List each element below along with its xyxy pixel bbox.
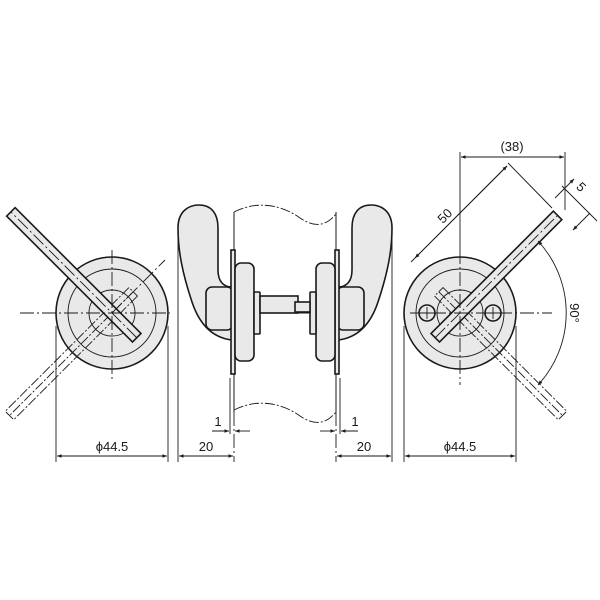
width-label: (38): [500, 139, 523, 154]
right-handle: [294, 204, 393, 375]
door-break-top: [233, 204, 337, 225]
left-front-view: ϕ44.5: [4, 206, 170, 462]
right-offset-label: 20: [357, 439, 371, 454]
left-plate-label: 1: [214, 414, 221, 429]
door-break-bottom: [233, 402, 337, 423]
angle-label: 90°: [567, 303, 582, 323]
right-diameter-label: ϕ44.5: [444, 439, 477, 454]
side-view: 20 20 1 1: [177, 204, 393, 462]
left-diameter-label: ϕ44.5: [96, 439, 129, 454]
left-offset-label: 20: [199, 439, 213, 454]
lever: [429, 210, 563, 344]
lever: [5, 206, 143, 344]
right-plate-label: 1: [351, 414, 358, 429]
left-handle: [177, 204, 299, 375]
thickness-label: 5: [573, 179, 589, 195]
angle-arc: [537, 240, 567, 386]
length-label: 50: [434, 205, 455, 226]
right-front-view: (38) 50 5 90° ϕ44.5: [403, 139, 598, 462]
